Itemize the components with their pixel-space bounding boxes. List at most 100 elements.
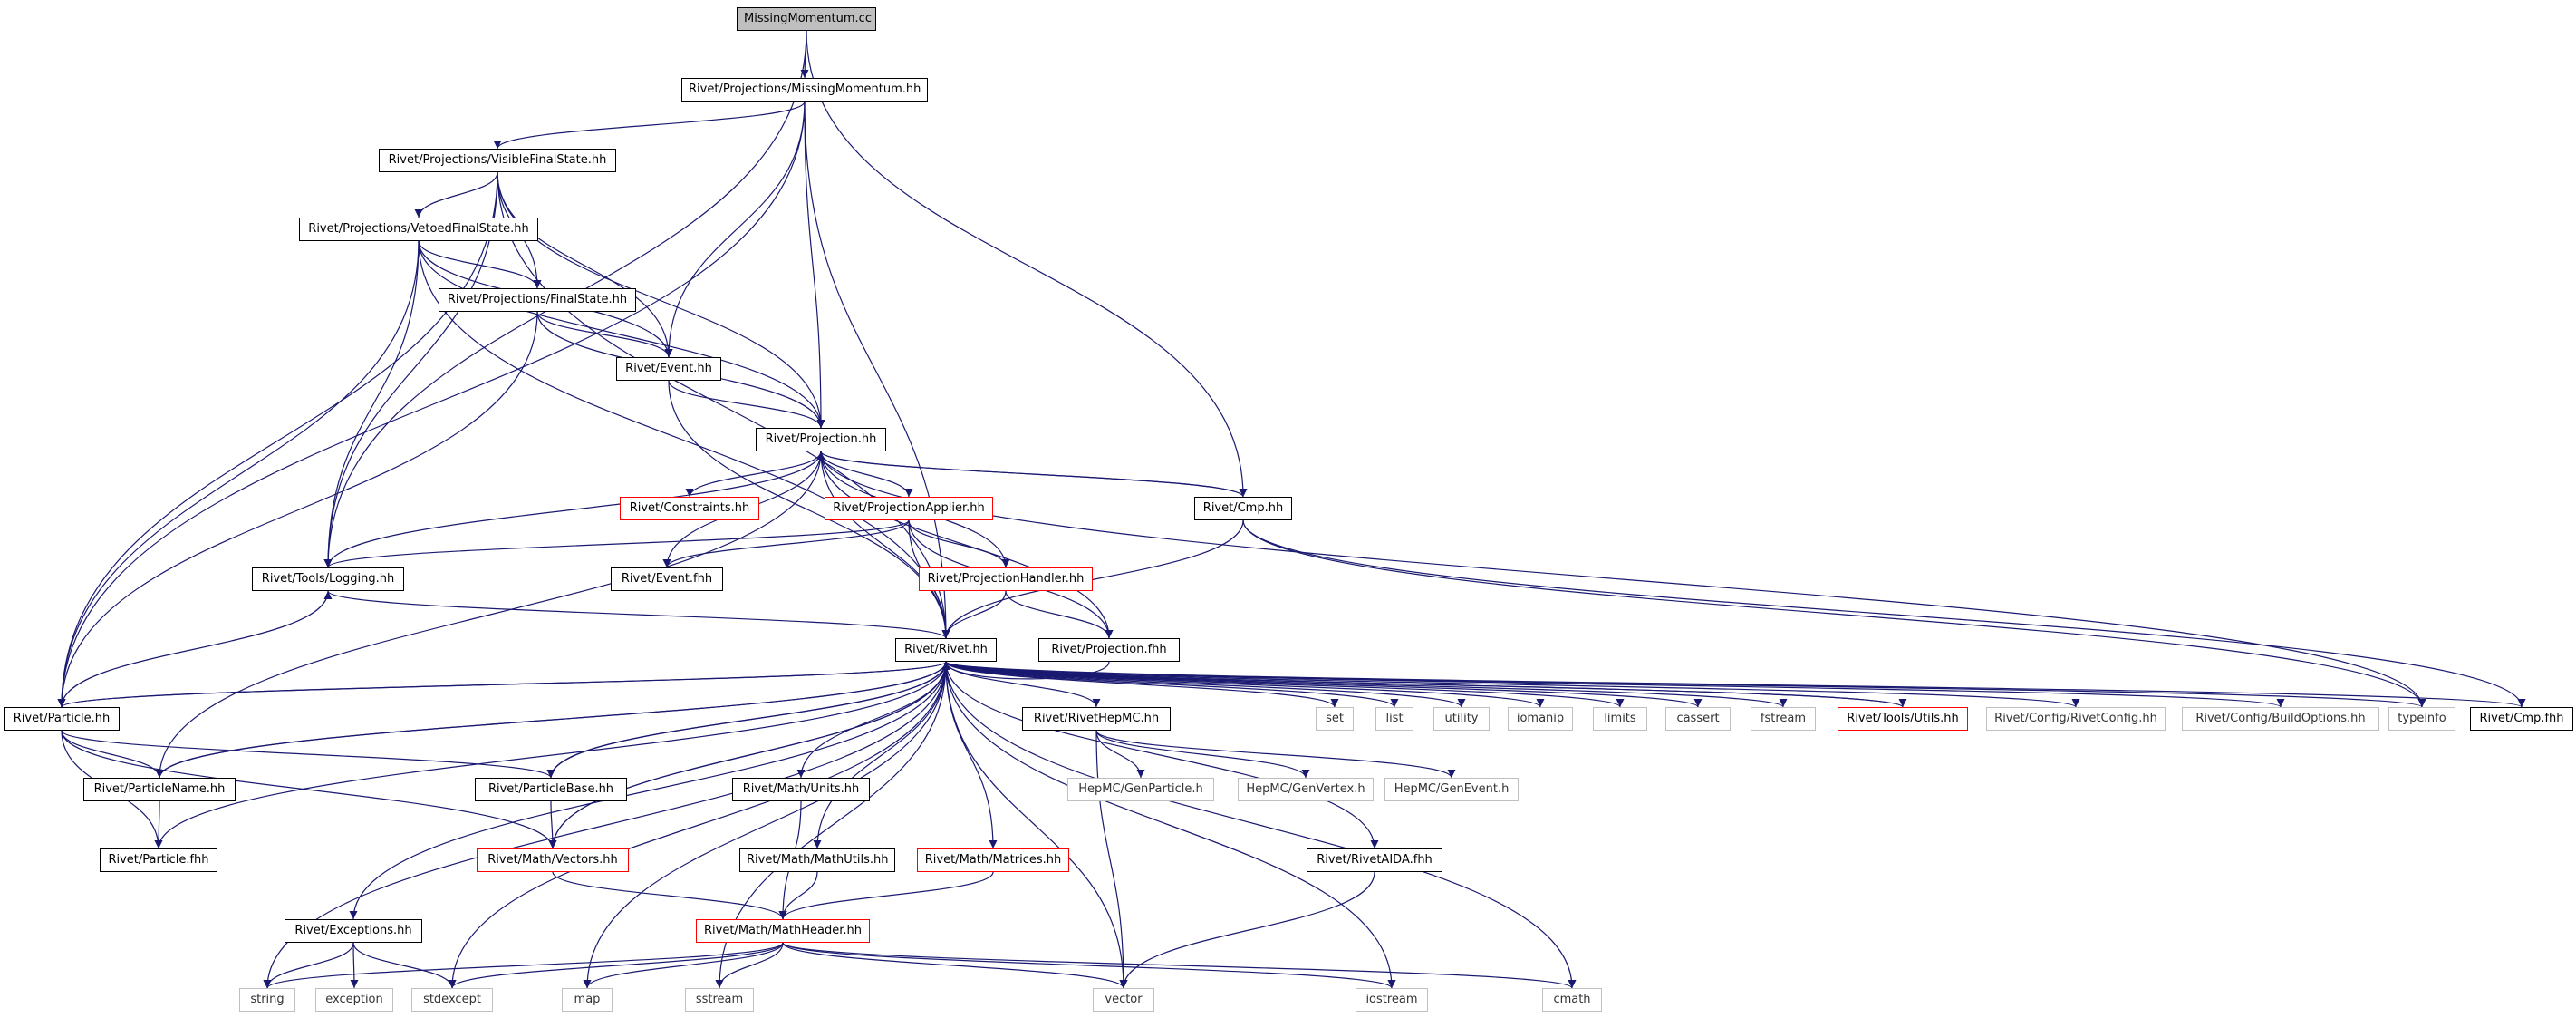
edge-particle-hh-to-rivet-hh <box>61 661 950 708</box>
edge-particle-fhh-to-rivet-hh <box>158 661 950 849</box>
edge-rivet-hh-to-iomanip <box>945 661 1545 708</box>
edge-projectionapplier-hh-to-logging-hh <box>323 519 910 568</box>
node-mathutils-hh[interactable]: Rivet/Math/MathUtils.hh <box>739 848 895 872</box>
edge-projectionapplier-hh-to-projectionhandler-hh <box>908 519 1010 568</box>
edge-missingmomentum-hh-to-particle-hh <box>57 101 806 708</box>
node-rivet-hh[interactable]: Rivet/Rivet.hh <box>895 638 997 662</box>
edge-missingmomentum-hh-to-rivet-hh <box>804 101 950 639</box>
node-buildoptions-hh: Rivet/Config/BuildOptions.hh <box>2182 707 2379 731</box>
edge-event-hh-to-projection-hh <box>668 380 825 429</box>
edge-particlename-hh-to-rivet-hh <box>159 661 950 779</box>
node-utility: utility <box>1433 707 1490 731</box>
edge-projection-fhh-to-rivet-hh <box>941 661 1110 680</box>
node-vectors-hh[interactable]: Rivet/Math/Vectors.hh <box>477 848 629 872</box>
edge-vetoedfinalstate-hh-to-finalstate-hh <box>418 240 542 289</box>
node-particle-hh[interactable]: Rivet/Particle.hh <box>4 707 120 731</box>
edge-missingmomentum-cc-to-cmp-hh <box>806 30 1248 498</box>
edge-vectors-hh-to-mathheader-hh <box>552 871 787 920</box>
node-projectionhandler-hh[interactable]: Rivet/ProjectionHandler.hh <box>919 567 1093 591</box>
edge-rivet-hh-to-rivetaida-fhh <box>945 661 1379 849</box>
node-particle-fhh[interactable]: Rivet/Particle.fhh <box>100 848 217 872</box>
edge-mathheader-hh-to-stdexcept <box>448 942 784 989</box>
edge-particle-hh-to-vectors-hh <box>61 730 557 849</box>
node-constraints-hh[interactable]: Rivet/Constraints.hh <box>620 497 759 520</box>
edge-logging-hh-to-rivet-hh <box>327 590 950 639</box>
edge-visiblefinalstate-hh-to-logging-hh <box>323 171 498 568</box>
node-sstream: sstream <box>685 988 754 1012</box>
edge-rivet-hh-to-cmath <box>945 661 1577 989</box>
edge-mathheader-hh-to-iostream <box>782 942 1396 989</box>
edge-rivet-hh-to-vector <box>945 661 1128 989</box>
node-vetoedfinalstate-hh[interactable]: Rivet/Projections/VetoedFinalState.hh <box>299 218 538 241</box>
edge-mathheader-hh-to-string <box>263 942 784 989</box>
node-missingmomentum-cc: MissingMomentum.cc <box>737 7 876 31</box>
edge-mathheader-hh-to-vector <box>782 942 1128 989</box>
node-rivetaida-fhh[interactable]: Rivet/RivetAIDA.fhh <box>1307 848 1442 872</box>
edge-rivet-hh-to-mathutils-hh <box>813 661 947 849</box>
node-particlebase-hh[interactable]: Rivet/ParticleBase.hh <box>475 778 627 801</box>
edge-vetoedfinalstate-hh-to-particle-hh <box>57 240 420 708</box>
edge-rivet-hh-to-iostream <box>945 661 1396 989</box>
edge-rivet-hh-to-cmp-fhh <box>945 661 2525 708</box>
edge-cmp-hh-to-rivet-hh <box>941 519 1244 639</box>
node-utils-hh[interactable]: Rivet/Tools/Utils.hh <box>1838 707 1968 731</box>
edge-missingmomentum-hh-to-visiblefinalstate-hh <box>493 101 806 150</box>
edge-matrices-hh-to-mathheader-hh <box>778 871 994 920</box>
edge-projection-hh-to-projection-fhh <box>820 451 1114 639</box>
edge-particle-hh-to-logging-hh <box>61 590 333 708</box>
edge-projection-hh-to-logging-hh <box>323 451 822 568</box>
edge-mathheader-hh-to-cmath <box>782 942 1577 989</box>
node-exceptions-hh[interactable]: Rivet/Exceptions.hh <box>285 919 422 943</box>
edge-cmp-hh-to-projection-hh <box>816 451 1244 498</box>
node-rivethepmc-hh[interactable]: Rivet/RivetHepMC.hh <box>1022 707 1171 731</box>
node-projection-fhh[interactable]: Rivet/Projection.fhh <box>1038 638 1180 662</box>
edge-projection-hh-to-constraints-hh <box>685 451 822 498</box>
edge-rivet-hh-to-fstream <box>945 661 1788 708</box>
node-event-fhh[interactable]: Rivet/Event.fhh <box>611 567 723 591</box>
node-cmath: cmath <box>1542 988 1602 1012</box>
edge-projection-hh-to-particlename-hh <box>155 451 822 779</box>
edge-vetoedfinalstate-hh-to-logging-hh <box>323 240 420 568</box>
node-logging-hh[interactable]: Rivet/Tools/Logging.hh <box>252 567 404 591</box>
edge-event-hh-to-rivet-hh <box>668 380 950 639</box>
node-cmp-hh[interactable]: Rivet/Cmp.hh <box>1194 497 1292 520</box>
edge-vetoedfinalstate-hh-to-rivet-hh <box>418 240 950 639</box>
node-event-hh[interactable]: Rivet/Event.hh <box>616 357 721 381</box>
node-rivetconfig-hh: Rivet/Config/RivetConfig.hh <box>1986 707 2166 731</box>
node-iostream: iostream <box>1356 988 1428 1012</box>
edge-rivet-hh-to-stdexcept <box>448 661 947 989</box>
edge-utils-hh-to-rivet-hh <box>941 661 1904 708</box>
node-particlename-hh[interactable]: Rivet/ParticleName.hh <box>83 778 236 801</box>
edge-exceptions-hh-to-stdexcept <box>352 942 457 989</box>
node-iomanip: iomanip <box>1508 707 1573 731</box>
edge-rivet-hh-to-list <box>945 661 1399 708</box>
node-stdexcept: stdexcept <box>411 988 493 1012</box>
node-set: set <box>1316 707 1354 731</box>
edge-particle-hh-to-particlebase-hh <box>61 730 555 779</box>
node-genevent-h: HepMC/GenEvent.h <box>1384 778 1519 801</box>
node-mathheader-hh[interactable]: Rivet/Math/MathHeader.hh <box>696 919 870 943</box>
node-matrices-hh[interactable]: Rivet/Math/Matrices.hh <box>917 848 1069 872</box>
edge-particle-hh-to-particlename-hh <box>61 730 164 779</box>
edge-rivethepmc-hh-to-genvertex-h <box>1095 730 1310 779</box>
node-visiblefinalstate-hh[interactable]: Rivet/Projections/VisibleFinalState.hh <box>379 149 616 172</box>
node-cmp-fhh[interactable]: Rivet/Cmp.fhh <box>2470 707 2573 731</box>
edge-missingmomentum-hh-to-event-hh <box>664 101 806 358</box>
edge-visiblefinalstate-hh-to-particle-hh <box>57 171 498 708</box>
node-missingmomentum-hh[interactable]: Rivet/Projections/MissingMomentum.hh <box>681 78 928 102</box>
node-map: map <box>562 988 613 1012</box>
edge-rivethepmc-hh-to-genparticle-h <box>1095 730 1145 779</box>
node-list: list <box>1375 707 1413 731</box>
edge-finalstate-hh-to-event-hh <box>536 311 673 358</box>
node-finalstate-hh[interactable]: Rivet/Projections/FinalState.hh <box>439 288 636 312</box>
node-string: string <box>239 988 295 1012</box>
edge-rivet-hh-to-map <box>583 661 947 989</box>
edge-rivethepmc-hh-to-genevent-h <box>1095 730 1456 779</box>
node-projectionapplier-hh[interactable]: Rivet/ProjectionApplier.hh <box>825 497 993 520</box>
node-genvertex-h: HepMC/GenVertex.h <box>1238 778 1374 801</box>
node-projection-hh[interactable]: Rivet/Projection.hh <box>756 428 886 451</box>
edge-mathheader-hh-to-map <box>583 942 784 989</box>
node-units-hh[interactable]: Rivet/Math/Units.hh <box>732 778 870 801</box>
edge-rivethepmc-hh-to-vector <box>1095 730 1128 989</box>
node-typeinfo: typeinfo <box>2388 707 2455 731</box>
